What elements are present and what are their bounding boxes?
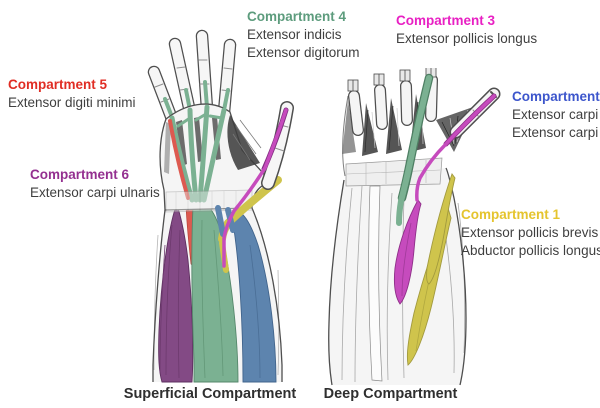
extensor-digitorum-tendons: [169, 104, 227, 203]
compartment-3-label: Compartment 3 Extensor pollicis longus: [396, 12, 537, 48]
extensor-digiti-minimi-tendon: [168, 119, 190, 200]
extensor-indicis-tendon: [396, 73, 434, 226]
compartment-4-label: Compartment 4 Extensor indicis Extensor …: [247, 8, 360, 62]
compartment-4-muscle-2: Extensor digitorum: [247, 45, 360, 60]
extensor-pollicis-longus-tendon: [415, 93, 497, 202]
compartment-2-muscle-1: Extensor carpi radialis longus: [512, 107, 600, 122]
deep-illustration: [328, 68, 501, 386]
compartment-2-title: Compartment 2: [512, 89, 600, 104]
extensor-retinaculum: [165, 189, 253, 213]
compartment-5-muscle-1: Extensor digiti minimi: [8, 95, 136, 110]
extensor-pollicis-brevis-muscle: [426, 173, 456, 285]
forearm: [152, 205, 283, 383]
compartment-3-muscle-1: Extensor pollicis longus: [396, 31, 538, 46]
extensor-carpi-ulnaris-muscle: [158, 205, 194, 383]
superficial-compartment-caption: Superficial Compartment: [123, 386, 297, 402]
compartment-6-label: Compartment 6 Extensor carpi ulnaris: [30, 166, 160, 202]
extensor-pollicis-longus-tendon: [222, 107, 289, 268]
compartment-1-title: Compartment 1: [461, 207, 561, 222]
compartment-2-label: Compartment 2 Extensor carpi radialis lo…: [512, 88, 600, 142]
compartment-1-muscle-2: Abductor pollicis longus: [461, 243, 600, 258]
deep-compartment-caption: Deep Compartment: [323, 386, 458, 402]
compartment-4-muscle-1: Extensor indicis: [247, 27, 342, 42]
compartment-4-title: Compartment 4: [247, 9, 347, 24]
compartment-1-label: Compartment 1 Extensor pollicis brevis A…: [461, 206, 600, 260]
compartment-5-title: Compartment 5: [8, 77, 108, 92]
compartment-5-label: Compartment 5 Extensor digiti minimi: [8, 76, 136, 112]
compartment-6-title: Compartment 6: [30, 167, 130, 182]
compartment-3-title: Compartment 3: [396, 13, 496, 28]
carpal-bones: [345, 157, 443, 187]
interossei: [342, 94, 426, 156]
extensor-carpi-radialis-muscle: [232, 212, 277, 383]
thumb-web: [227, 115, 262, 170]
compartment-1-muscle-1: Extensor pollicis brevis: [461, 225, 599, 240]
hand-skeleton: [342, 68, 438, 177]
extensor-pollicis-longus-muscle: [393, 199, 422, 305]
superficial-illustration: [147, 29, 294, 383]
compartment-6-muscle-1: Extensor carpi ulnaris: [30, 185, 160, 200]
compartment-2-muscle-2: Extensor carpi radialis brevis: [512, 125, 600, 140]
extensor-digitorum-muscle: [191, 205, 239, 383]
finger-stubs: [348, 74, 438, 136]
